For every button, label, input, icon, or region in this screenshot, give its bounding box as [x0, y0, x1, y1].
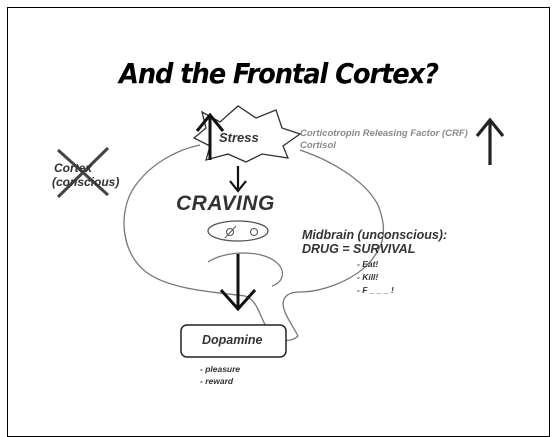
craving-label: CRAVING [176, 192, 275, 215]
crf-up-arrow-head [475, 117, 505, 138]
midbrain-oval [207, 220, 269, 242]
slide-title: And the Frontal Cortex? [118, 57, 439, 90]
midbrain-slash [224, 225, 237, 239]
kill-item: - Kill! [357, 272, 379, 282]
stress-up-arrow-head [195, 112, 225, 132]
dopamine-label: Dopamine [202, 333, 263, 347]
reward-item: - reward [200, 376, 234, 386]
craving-down-arrow-head [229, 180, 247, 193]
stress-burst [192, 105, 302, 163]
cortisol-label: Cortisol [300, 140, 336, 151]
brain-outline [123, 144, 385, 342]
cortex-label-line2: (conscious) [52, 175, 120, 189]
cortex-cross-line-2 [56, 146, 110, 199]
slide: And the Frontal Cortex? Stress Corticotr [7, 7, 550, 437]
midbrain-dot-left [225, 227, 235, 237]
midbrain-contour [207, 252, 283, 287]
f-item: - F _ _ _ ! [357, 285, 394, 295]
pleasure-item: - pleasure [200, 364, 241, 374]
midbrain-dot-right [249, 227, 259, 237]
midbrain-label: Midbrain (unconscious): [302, 228, 448, 242]
crf-label: Corticotropin Releasing Factor (CRF) [300, 128, 468, 139]
cortex-label-line1: Cortex [54, 161, 93, 175]
dopamine-box [180, 324, 287, 358]
eat-item: - Eat! [357, 259, 379, 269]
dopamine-down-arrow-head [219, 288, 257, 312]
stress-label: Stress [219, 130, 259, 145]
brain-diagram [56, 105, 505, 358]
drug-survival-label: DRUG = SURVIVAL [302, 242, 416, 256]
